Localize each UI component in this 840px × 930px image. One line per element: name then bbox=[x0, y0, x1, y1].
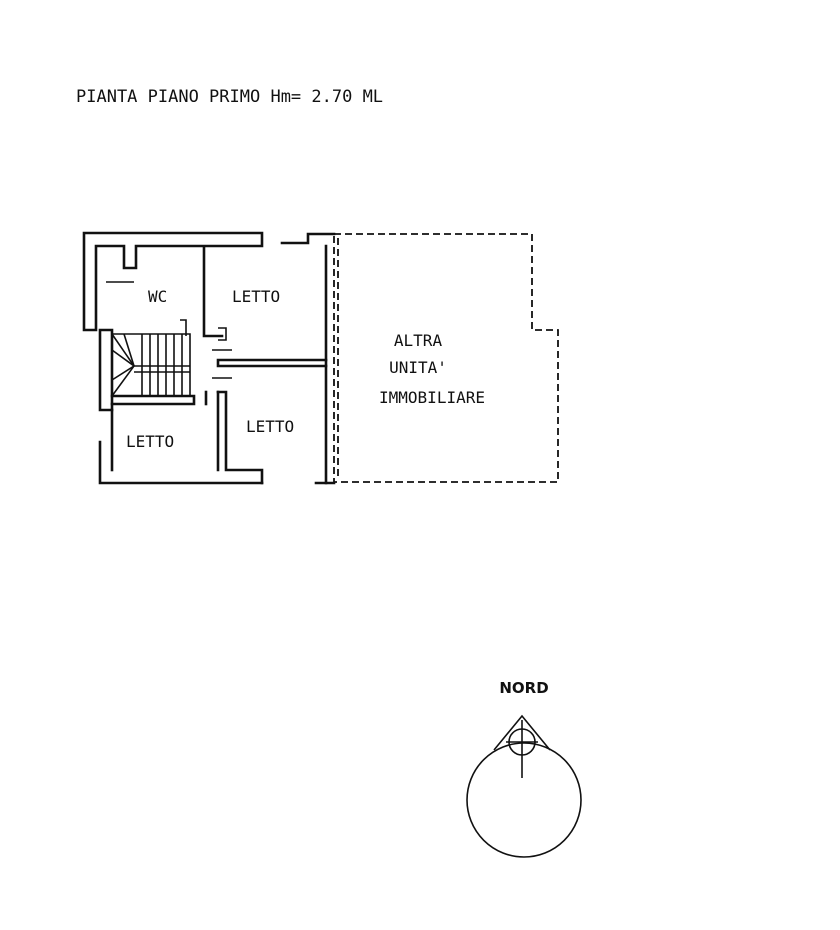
room-label-letto-top: LETTO bbox=[232, 287, 280, 306]
compass-circle-icon bbox=[466, 742, 582, 858]
unit-walls bbox=[82, 231, 336, 485]
plan-title: PIANTA PIANO PRIMO Hm= 2.70 ML bbox=[76, 87, 383, 107]
north-compass: NORD bbox=[466, 679, 582, 858]
other-unit-line1: ALTRA bbox=[394, 331, 443, 350]
other-unit-line3: IMMOBILIARE bbox=[379, 388, 485, 407]
room-label-wc: WC bbox=[148, 287, 167, 306]
other-unit-line2: UNITA' bbox=[389, 358, 447, 377]
room-label-letto-bottom-left: LETTO bbox=[126, 432, 174, 451]
north-arrow-icon bbox=[493, 714, 551, 778]
other-unit-outline bbox=[333, 233, 559, 483]
staircase bbox=[111, 333, 191, 397]
compass-label: NORD bbox=[499, 679, 548, 697]
room-label-letto-mid: LETTO bbox=[246, 417, 294, 436]
